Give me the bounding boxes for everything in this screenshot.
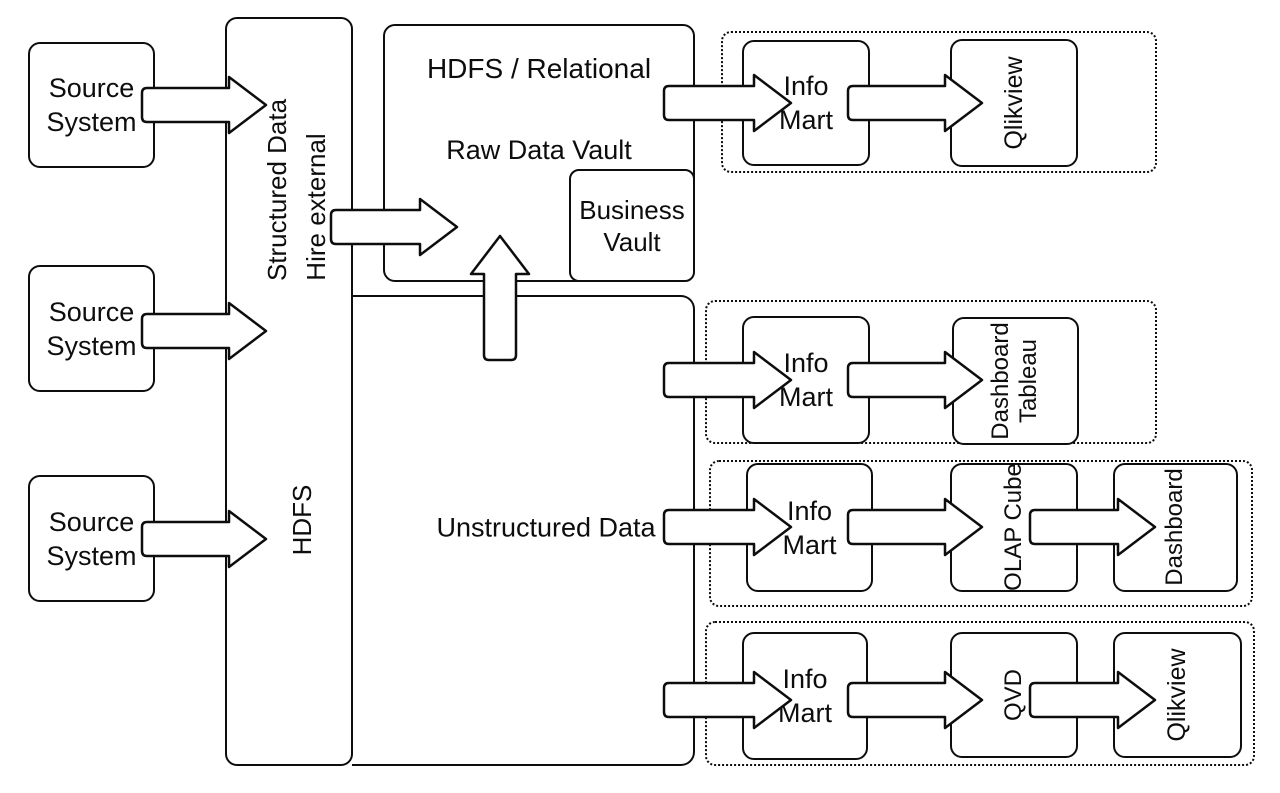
qlikview-top-text: Qlikview — [1000, 56, 1028, 150]
arrow-infomart4-to-qvd — [846, 670, 984, 730]
source-system-box-1: Source System — [28, 42, 155, 168]
arrow-hire-to-raw-vault — [329, 197, 459, 257]
hire-external-text: Hire external — [301, 133, 331, 281]
arrow-up-to-raw-vault — [469, 234, 531, 362]
source-system-2-label-line2: System — [46, 330, 137, 361]
qvd-text: QVD — [1000, 668, 1027, 722]
info-mart-4-label-line1: Info — [782, 664, 828, 694]
qlikview-top-label: Qlikview — [1000, 56, 1028, 149]
hdfs-relational-title: HDFS / Relational — [426, 53, 652, 84]
dashboard-box — [1113, 463, 1238, 592]
arrow-line-to-infomart4 — [662, 670, 793, 730]
source-system-1-label-line2: System — [46, 107, 137, 137]
ingest-lane — [225, 17, 353, 766]
arrow-olap-to-dashboard — [1028, 497, 1157, 557]
info-mart-2-label-line2: Mart — [779, 382, 833, 412]
info-mart-1-label-line1: Info — [783, 71, 829, 101]
dashboard-tableau-text-line2: Tableau — [1015, 338, 1042, 424]
arrow-source3-to-lane — [140, 509, 268, 569]
source-system-box-3: Source System — [28, 475, 155, 602]
arrow-infomart1-to-qlikview — [846, 73, 984, 133]
business-vault-label-line1: Business — [579, 194, 685, 225]
olap-cube-label: OLAP Cube — [1000, 463, 1028, 591]
lane-hire-external-label: Hire external — [301, 133, 331, 281]
dashboard-label: Dashboard — [1161, 468, 1189, 585]
dashboard-text: Dashboard — [1161, 468, 1188, 586]
source-system-1-label-line1: Source — [48, 73, 135, 103]
business-vault-box: Business Vault — [569, 169, 695, 282]
raw-data-vault-label: Raw Data Vault — [446, 135, 632, 165]
hdfs-text: HDFS — [287, 484, 317, 556]
source-system-2-label-line1: Source — [48, 296, 135, 327]
qvd-label: QVD — [1000, 669, 1028, 721]
arrow-line-to-infomart3 — [662, 497, 793, 557]
arrow-vault-to-infomart1 — [662, 73, 793, 133]
arrow-infomart3-to-olap — [846, 497, 984, 557]
dashboard-tableau-label: Dashboard Tableau — [987, 322, 1043, 439]
lane-hdfs-label: HDFS — [287, 484, 317, 556]
qlikview-bottom-label: Qlikview — [1163, 648, 1191, 741]
business-vault-label-line2: Vault — [603, 226, 661, 257]
info-mart-box-2: Info Mart — [742, 316, 870, 444]
source-system-3-label-line1: Source — [48, 506, 135, 537]
info-mart-2-label-line1: Info — [783, 348, 829, 378]
unstructured-data-label: Unstructured Data — [436, 512, 656, 543]
arrow-infomart2-to-tableau — [846, 350, 984, 410]
source-system-box-2: Source System — [28, 265, 155, 392]
arrow-source1-to-lane — [140, 75, 268, 135]
arrow-line-to-infomart2 — [662, 350, 793, 410]
dashboard-tableau-text-line1: Dashboard — [987, 322, 1014, 440]
arrow-qvd-to-qlikview — [1028, 670, 1157, 730]
qlikview-bottom-text: Qlikview — [1163, 648, 1191, 742]
info-mart-3-label-line2: Mart — [782, 529, 837, 560]
info-mart-1-label-line2: Mart — [779, 105, 833, 135]
source-system-3-label-line2: System — [46, 540, 137, 571]
arrow-source2-to-lane — [140, 301, 268, 361]
info-mart-3-label-line1: Info — [786, 495, 833, 526]
olap-cube-text: OLAP Cube — [1000, 463, 1027, 591]
